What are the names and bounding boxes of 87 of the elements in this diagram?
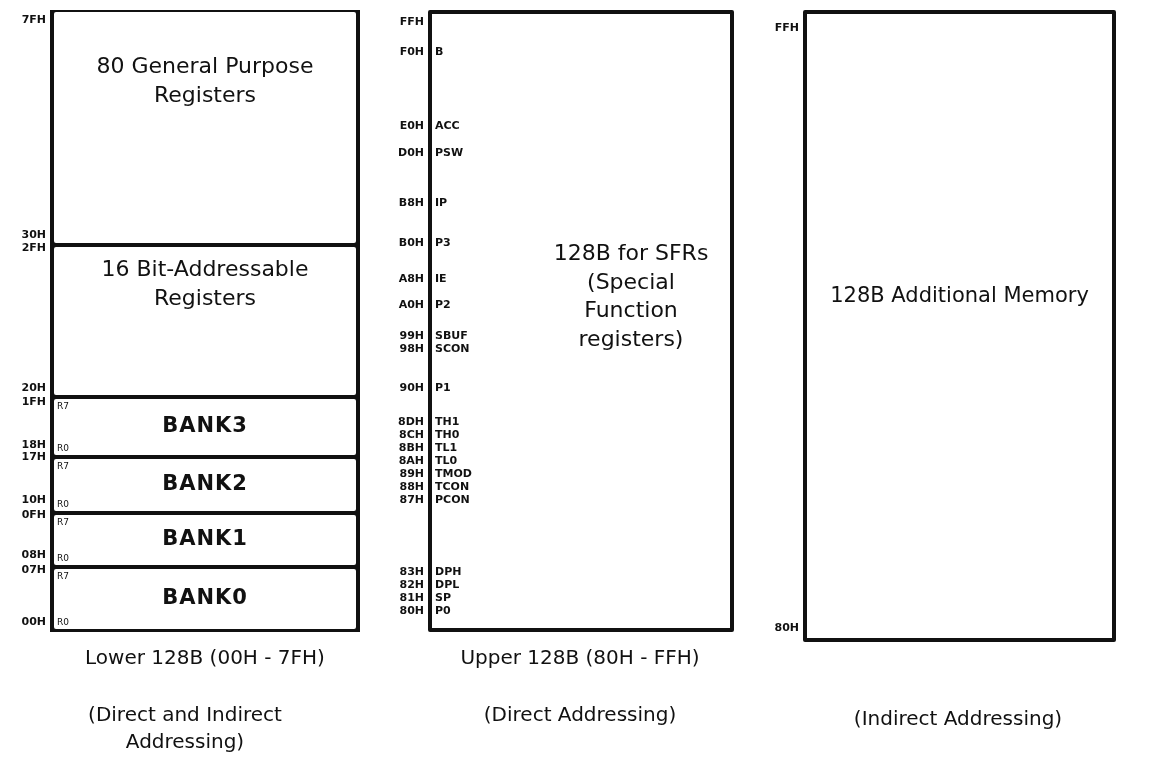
address-label: 07H bbox=[21, 564, 46, 576]
address-label: 8DH bbox=[398, 416, 424, 428]
address-label: 8AH bbox=[398, 455, 424, 467]
block-title: 128B for SFRs (Special Function registers) bbox=[552, 239, 710, 353]
address-label: 83H bbox=[399, 566, 424, 578]
address-label: D0H bbox=[398, 147, 424, 159]
address-label: 2FH bbox=[21, 242, 46, 254]
block-title: 80 General Purpose Registers bbox=[95, 52, 315, 109]
register-label: R0 bbox=[57, 443, 69, 453]
register-name: PCON bbox=[435, 494, 470, 506]
register-name: TCON bbox=[435, 481, 470, 493]
address-label: FFH bbox=[399, 16, 424, 28]
address-label: 8CH bbox=[399, 429, 424, 441]
address-label: A0H bbox=[398, 299, 424, 311]
bank-label: BANK0 bbox=[161, 584, 249, 611]
register-name: TMOD bbox=[435, 468, 472, 480]
address-label: 0FH bbox=[21, 509, 46, 521]
address-label: A8H bbox=[398, 273, 424, 285]
register-name: ACC bbox=[435, 120, 460, 132]
register-name: SBUF bbox=[435, 330, 468, 342]
address-label: B8H bbox=[398, 197, 424, 209]
bank-label: BANK1 bbox=[161, 525, 249, 552]
register-label: R0 bbox=[57, 617, 69, 627]
column-caption: Lower 128B (00H - 7FH) bbox=[84, 644, 326, 671]
address-label: FFH bbox=[774, 22, 799, 34]
address-label: 82H bbox=[399, 579, 424, 591]
address-label: 98H bbox=[399, 343, 424, 355]
address-label: 30H bbox=[21, 229, 46, 241]
register-name: TH1 bbox=[435, 416, 460, 428]
memory-block bbox=[54, 399, 356, 455]
register-name: PSW bbox=[435, 147, 464, 159]
memory-block bbox=[428, 10, 734, 632]
register-label: R0 bbox=[57, 499, 69, 509]
address-label: 88H bbox=[399, 481, 424, 493]
memory-block-frame bbox=[50, 10, 360, 632]
address-label: 00H bbox=[21, 616, 46, 628]
register-name: TL1 bbox=[435, 442, 458, 454]
register-name: P1 bbox=[435, 382, 451, 394]
column-caption: (Indirect Addressing) bbox=[852, 705, 1064, 732]
register-label: R0 bbox=[57, 553, 69, 563]
address-label: E0H bbox=[399, 120, 424, 132]
register-label: R7 bbox=[57, 571, 69, 581]
address-label: 87H bbox=[399, 494, 424, 506]
block-title: 16 Bit-Addressable Registers bbox=[100, 255, 310, 312]
memory-block bbox=[54, 247, 356, 395]
column-caption: (Direct and Indirect Addressing) bbox=[87, 701, 283, 755]
address-label: 89H bbox=[399, 468, 424, 480]
register-name: IP bbox=[435, 197, 448, 209]
address-label: 10H bbox=[21, 494, 46, 506]
memory-block bbox=[54, 515, 356, 565]
address-label: 90H bbox=[399, 382, 424, 394]
address-label: 8BH bbox=[398, 442, 424, 454]
address-label: 80H bbox=[774, 622, 799, 634]
register-name: DPH bbox=[435, 566, 462, 578]
address-label: F0H bbox=[399, 46, 424, 58]
address-label: 18H bbox=[21, 439, 46, 451]
register-name: SP bbox=[435, 592, 451, 604]
address-label: 7FH bbox=[21, 14, 46, 26]
address-label: 17H bbox=[21, 451, 46, 463]
register-name: B bbox=[435, 46, 444, 58]
column-caption: Upper 128B (80H - FFH) bbox=[459, 644, 701, 671]
register-name: P2 bbox=[435, 299, 451, 311]
memory-block bbox=[54, 459, 356, 511]
bank-label: BANK3 bbox=[161, 412, 249, 439]
register-name: SCON bbox=[435, 343, 470, 355]
register-name: DPL bbox=[435, 579, 460, 591]
address-label: 80H bbox=[399, 605, 424, 617]
register-label: R7 bbox=[57, 461, 69, 471]
register-name: TL0 bbox=[435, 455, 458, 467]
register-name: P3 bbox=[435, 237, 451, 249]
address-label: 08H bbox=[21, 549, 46, 561]
address-label: 1FH bbox=[21, 396, 46, 408]
block-title: 128B Additional Memory bbox=[829, 282, 1090, 309]
memory-block bbox=[54, 12, 356, 243]
bank-label: BANK2 bbox=[161, 470, 249, 497]
register-name: TH0 bbox=[435, 429, 460, 441]
address-label: 99H bbox=[399, 330, 424, 342]
column-caption: (Direct Addressing) bbox=[482, 701, 678, 728]
address-label: 81H bbox=[399, 592, 424, 604]
register-name: P0 bbox=[435, 605, 451, 617]
register-name: IE bbox=[435, 273, 447, 285]
memory-block bbox=[803, 10, 1116, 642]
address-label: 20H bbox=[21, 382, 46, 394]
register-label: R7 bbox=[57, 401, 69, 411]
address-label: B0H bbox=[398, 237, 424, 249]
memory-block bbox=[54, 569, 356, 629]
register-label: R7 bbox=[57, 517, 69, 527]
